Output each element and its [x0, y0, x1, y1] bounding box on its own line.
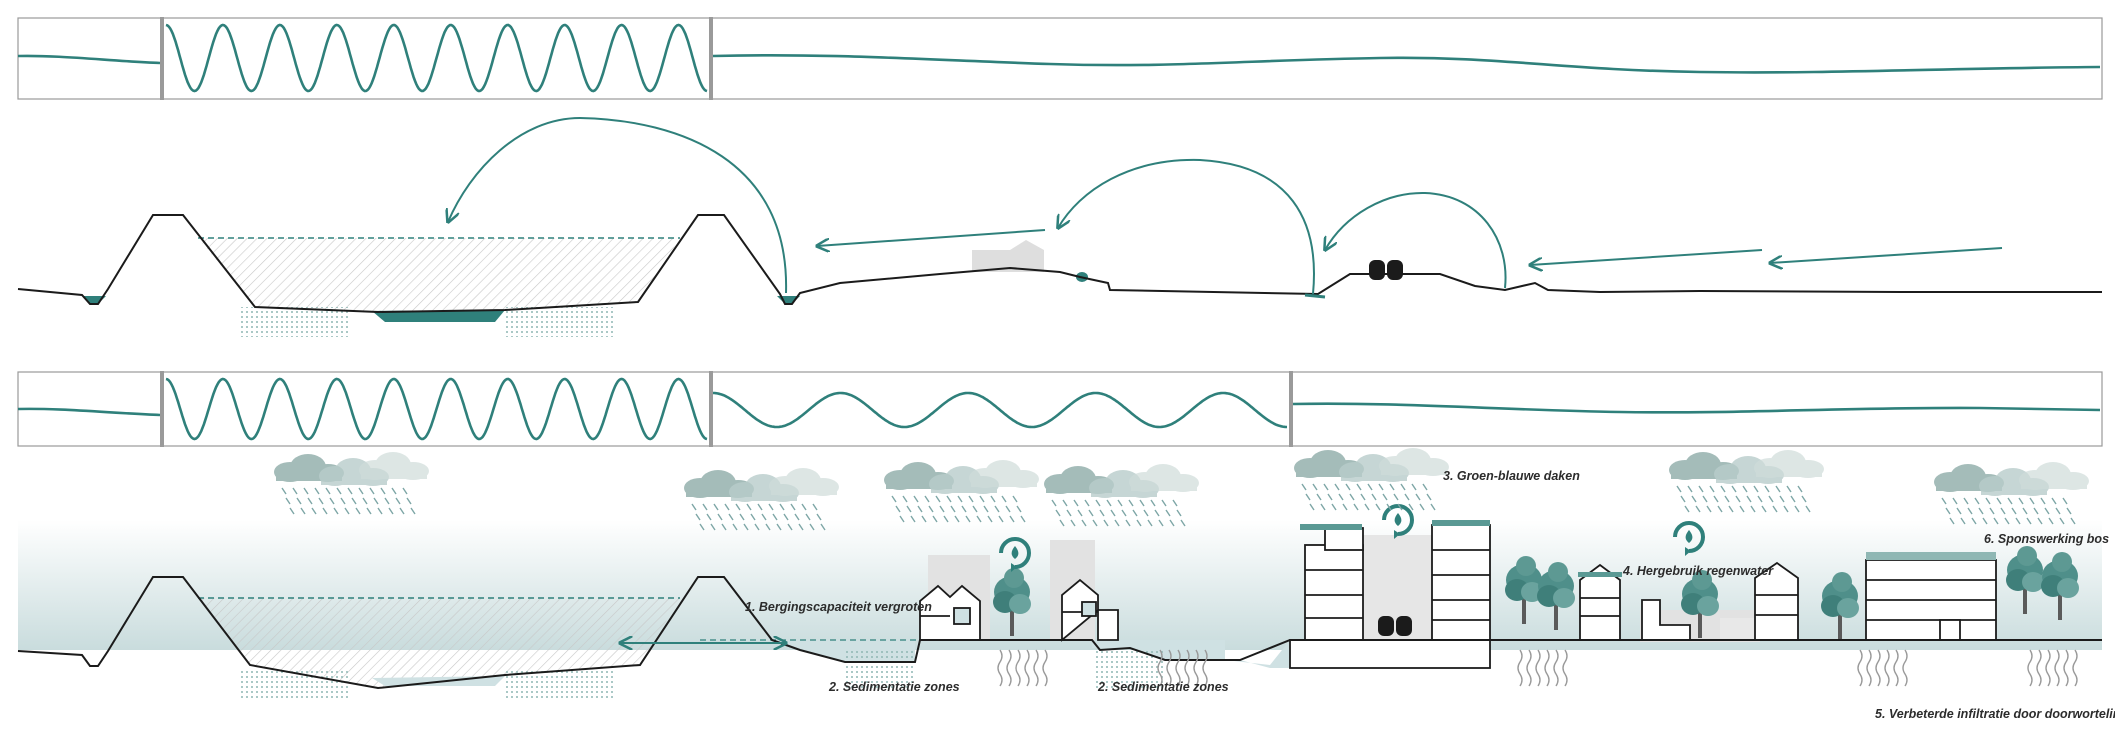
flat-wave-icon — [17, 54, 161, 65]
upper-section — [17, 116, 2102, 337]
legend-divider — [160, 17, 164, 100]
sedimentation-zone — [1095, 650, 1163, 690]
root-icon — [1157, 649, 1208, 687]
house — [1754, 561, 1799, 641]
label-daken: 3. Groen-blauwe daken — [1443, 469, 1580, 483]
arrow-icon — [1058, 158, 1315, 295]
roots — [997, 649, 2078, 687]
storage-basin — [198, 238, 680, 312]
rain-clouds — [274, 448, 2089, 531]
green-roof — [1300, 524, 1362, 530]
apartment-block — [1289, 524, 1491, 669]
house — [919, 584, 981, 641]
label-sedimentatie-2: 2. Sedimentatie zones — [1097, 680, 1229, 694]
arrow-icon — [1530, 249, 1763, 265]
rain-cloud-icon — [884, 460, 1039, 523]
arrow-icon — [448, 116, 788, 294]
label-sedimentatie-1: 2. Sedimentatie zones — [828, 680, 960, 694]
root-icon — [1517, 649, 1568, 687]
ghost-building — [972, 250, 1044, 272]
root-icon — [997, 649, 1048, 687]
legend-divider — [1289, 371, 1293, 447]
rain-cloud-icon — [1934, 462, 2089, 525]
bottom-wave-legend — [17, 371, 2103, 447]
storage-basin-enlarged — [198, 598, 680, 688]
top-wave-legend — [17, 17, 2103, 100]
lower-section: 1. Bergingscapaciteit vergroten 2. Sedim… — [17, 448, 2115, 721]
gentle-wave-icon — [712, 53, 2101, 74]
seepage-zone — [238, 307, 348, 337]
gentle-wave-icon — [1292, 402, 2101, 414]
legend-divider — [709, 17, 713, 100]
intense-wave-icon — [165, 23, 708, 93]
label-spons: 6. Sponswerking bos — [1984, 532, 2109, 546]
seepage-zone — [505, 307, 615, 337]
flat-wave-icon — [17, 407, 161, 417]
rain-cloud-icon — [684, 468, 839, 531]
rain-cloud-icon — [1294, 448, 1449, 511]
forest-building — [1865, 559, 1997, 641]
house — [1579, 563, 1691, 641]
seepage-zone — [505, 668, 615, 698]
rain-cloud-icon — [274, 452, 429, 515]
green-roof — [1866, 552, 1996, 560]
water-barrel-icon — [1369, 260, 1403, 280]
terrain-profile — [17, 214, 2102, 314]
intense-wave-icon — [165, 377, 708, 441]
house — [1061, 578, 1119, 642]
medium-wave-icon — [713, 391, 1287, 429]
basin-water — [372, 310, 505, 322]
green-roof — [1432, 520, 1490, 526]
legend-divider — [160, 371, 164, 447]
arrow-icon — [817, 229, 1046, 246]
root-icon — [2027, 649, 2078, 687]
sedimentation-zone — [845, 650, 913, 690]
rain-cloud-icon — [1669, 450, 1824, 513]
arrow-icon — [1325, 191, 1507, 289]
label-hergebruik: 4. Hergebruik regenwater — [1622, 564, 1774, 578]
green-roof — [1578, 572, 1622, 577]
legend-divider — [709, 371, 713, 447]
label-infiltratie: 5. Verbeterde infiltratie door doorworte… — [1875, 707, 2115, 721]
arrow-icon — [1770, 247, 2003, 263]
label-berging: 1. Bergingscapaciteit vergroten — [745, 600, 932, 614]
rain-cloud-icon — [1044, 464, 1199, 527]
root-icon — [1857, 649, 1908, 687]
